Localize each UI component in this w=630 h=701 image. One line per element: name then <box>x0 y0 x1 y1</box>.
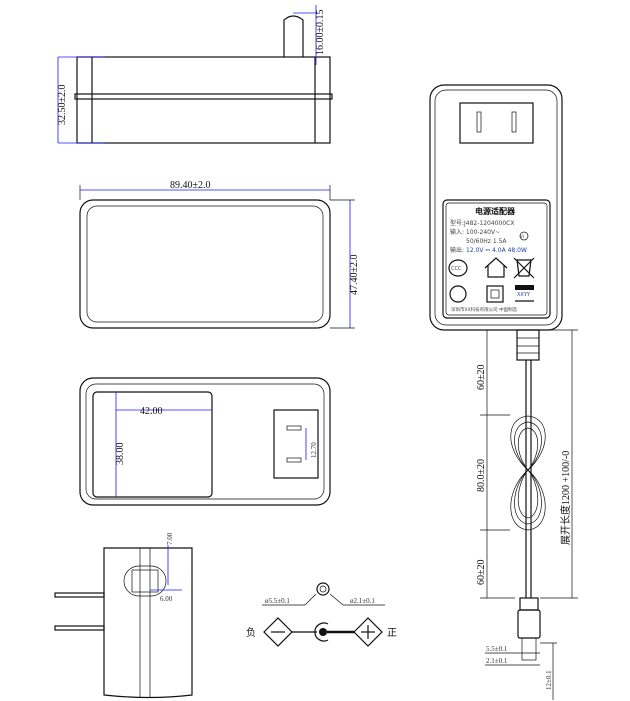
nameplate: 电源适配器 型号:J482-1204000CX 输入: 100-240V~ 50… <box>442 199 551 319</box>
top-view: 32.50±2.0 16.00±0.15 <box>57 5 333 144</box>
cable-seg3-dim: 60±20 <box>476 560 487 586</box>
side-view: 7.00 6.00 <box>54 532 193 699</box>
adapter-front: 电源适配器 型号:J482-1204000CX 输入: 100-240V~ 50… <box>429 84 563 331</box>
nameplate-output-label: 输出: <box>450 246 464 254</box>
ccc-icon <box>448 259 468 277</box>
nameplate-footer: 深圳市XX科技有限公司 中国制造 <box>451 306 518 313</box>
height-dim: 32.50±2.0 <box>57 85 68 126</box>
side-dim-b: 6.00 <box>160 595 173 603</box>
width-dim: 89.40±2.0 <box>170 180 211 191</box>
front-view: 89.40±2.0 47.40±2.0 <box>79 180 360 329</box>
nameplate-input: 输入: 100-240V~ <box>450 228 500 236</box>
cable-total-length: 展开长度1200 +100/-0 <box>559 451 572 545</box>
negative-label: 负 <box>246 626 256 639</box>
nameplate-input-freq: 50/60Hz 1.5A <box>466 238 507 245</box>
positive-label: 正 <box>387 628 397 639</box>
side-dim-a: 7.00 <box>166 532 174 545</box>
double-insulation-icon <box>486 285 504 303</box>
plug-outer-dim: 5.5±0.1 <box>486 645 508 653</box>
polarity-diagram: ø5.5±0.1 ø2.1±0.1 负 正 <box>246 582 397 647</box>
efficiency-mark: VI <box>520 234 524 239</box>
label-width-dim: 42.00 <box>140 406 163 417</box>
nameplate-title: 电源适配器 <box>475 206 516 216</box>
depth-dim: 47.40±2.0 <box>349 255 360 296</box>
nameplate-model: 型号:J482-1204000CX <box>450 219 514 227</box>
cable-seg1-dim: 60±20 <box>476 365 487 391</box>
label-height-dim: 38.00 <box>115 443 126 466</box>
pin-dim: 16.00±0.15 <box>315 10 326 56</box>
bottom-view: 42.00 38.00 12.70 <box>79 377 331 506</box>
plug-length-dim: 12±0.1 <box>545 670 553 690</box>
ccc-mark: CCC <box>451 266 462 272</box>
safety-mark-icon <box>449 285 467 303</box>
plug-detail: 5.5±0.1 2.1±0.1 12±0.1 <box>485 642 557 700</box>
outer-dia: ø5.5±0.1 <box>265 597 290 605</box>
nameplate-output-values: 12.0V ⎓ 4.0A 48.0W <box>466 247 527 254</box>
cable-seg2-dim: 80.0±20 <box>476 459 487 492</box>
positive-symbol <box>353 617 383 647</box>
plug-inner-dim: 2.1±0.1 <box>486 657 508 665</box>
house-icon <box>484 257 508 278</box>
inner-dia: ø2.1±0.1 <box>350 597 375 605</box>
date-code: XXYY <box>517 292 531 298</box>
plug-dim: 12.70 <box>310 442 318 458</box>
weee-bin-icon <box>513 257 535 279</box>
pin <box>283 15 304 57</box>
cable: 60±20 80.0±20 60±20 展开长度1200 +100/-0 <box>476 329 578 661</box>
